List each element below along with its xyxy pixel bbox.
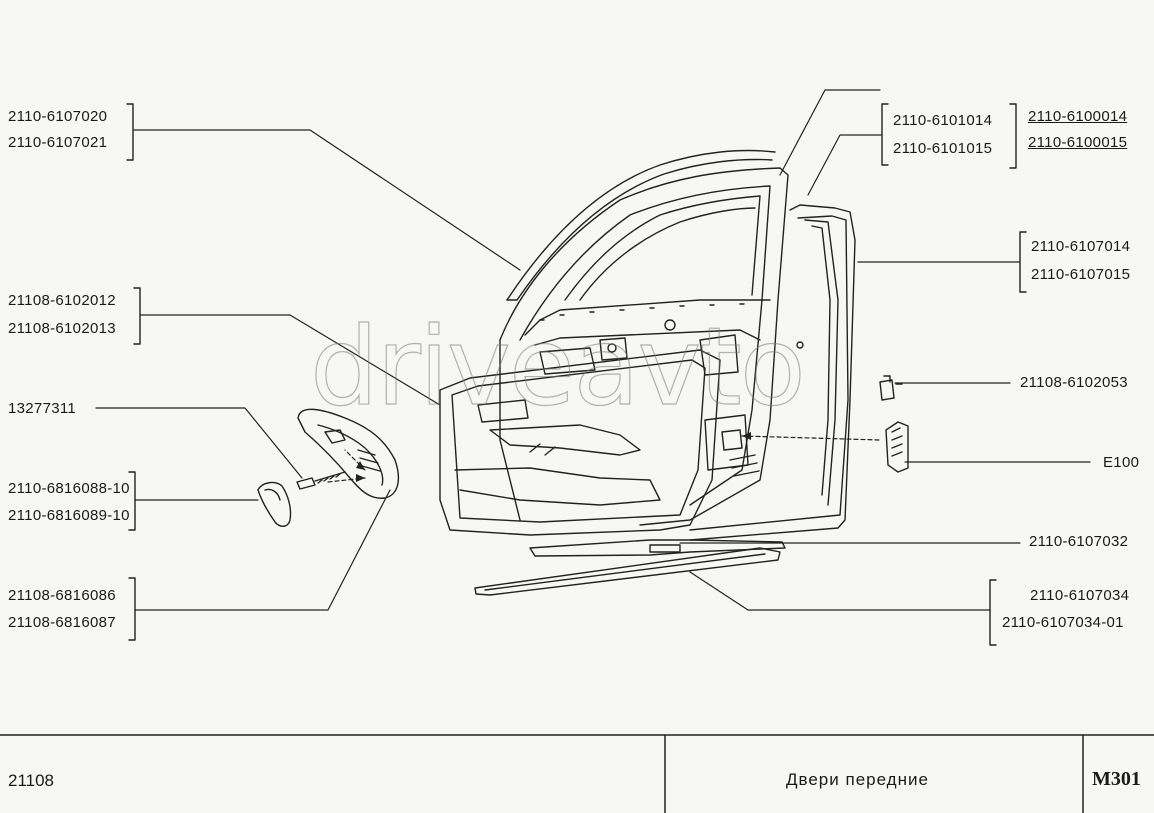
section-code: M301	[1092, 768, 1141, 790]
footer-frame	[0, 734, 1154, 813]
part-label: 2110-6101014	[893, 112, 993, 129]
part-label: E100	[1103, 454, 1140, 471]
part-label: 2110-6107032	[1029, 533, 1129, 550]
part-label: 2110-6107034-01	[1002, 614, 1124, 631]
clip	[879, 375, 903, 401]
watermark: driveavto	[309, 304, 806, 430]
handle-cap	[257, 481, 292, 527]
part-label: 2110-6107020	[8, 108, 108, 125]
part-label: 13277311	[8, 400, 77, 417]
part-label: 2110-6107015	[1031, 266, 1131, 283]
screw	[296, 471, 346, 490]
arrowheads	[356, 432, 751, 482]
leader-lines	[95, 89, 1091, 611]
part-label: 2110-6101015	[893, 140, 993, 157]
part-label: 2110-6816089-10	[8, 507, 130, 524]
model-number: 21108	[8, 771, 55, 790]
label-brackets	[126, 103, 1027, 646]
part-label: 2110-6100014	[1028, 108, 1128, 125]
window-seal-top	[506, 149, 776, 301]
part-label: 21108-6102053	[1020, 374, 1128, 391]
part-label: 21108-6816086	[8, 587, 116, 604]
part-label: 2110-6100015	[1028, 134, 1128, 151]
part-label: 2110-6107034	[1030, 587, 1130, 604]
armrest	[297, 408, 400, 499]
rear-seal	[689, 204, 856, 541]
part-label: 2110-6816088-10	[8, 480, 130, 497]
lower-seal	[529, 539, 786, 557]
part-label: 2110-6107021	[8, 134, 108, 151]
section-title: Двери передние	[786, 770, 929, 789]
door-molding	[474, 547, 781, 596]
door-frame	[499, 167, 804, 526]
part-label: 2110-6107014	[1031, 238, 1131, 255]
reflector-lamp	[885, 421, 909, 473]
part-label: 21108-6102013	[8, 320, 116, 337]
part-label: 21108-6816087	[8, 614, 116, 631]
door-trim-panel	[439, 349, 721, 536]
part-label: 21108-6102012	[8, 292, 116, 309]
